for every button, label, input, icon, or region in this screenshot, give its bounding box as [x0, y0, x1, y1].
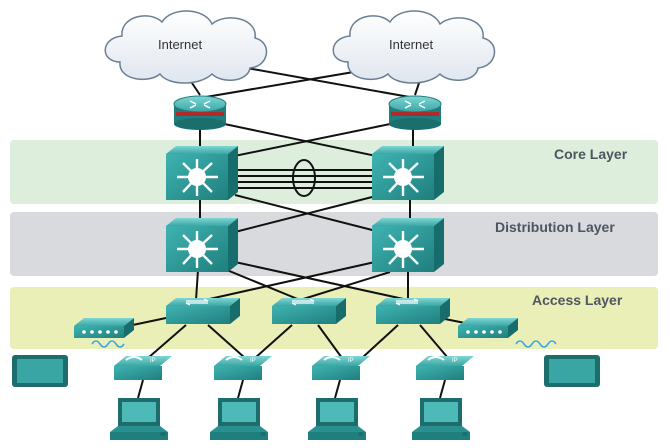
tablet-right — [544, 355, 600, 387]
internet-cloud-left — [104, 10, 268, 84]
ip-phone-1 — [114, 356, 172, 380]
access-layer-label: Access Layer — [532, 292, 623, 308]
multilayer-switch-icon — [372, 218, 444, 272]
access-switch-icon — [376, 298, 450, 324]
pc-1 — [110, 398, 168, 440]
multilayer-switch-icon — [372, 146, 444, 200]
pc-4 — [412, 398, 470, 440]
ip-phone-icon — [214, 356, 272, 380]
tablet-left — [12, 355, 68, 387]
ip-phone-icon — [312, 356, 370, 380]
access-switch-icon — [166, 298, 240, 324]
pc-icon — [412, 398, 470, 440]
core-layer-label: Core Layer — [554, 146, 628, 162]
ip-phone-3 — [312, 356, 370, 380]
distribution-layer-label: Distribution Layer — [495, 219, 615, 235]
ip-phone-label: IP — [452, 358, 458, 364]
router-icon — [173, 95, 227, 130]
distribution-layer-band — [10, 212, 658, 276]
wireless-access-point-icon — [458, 318, 518, 338]
wireless-access-point-right — [458, 318, 518, 338]
router-right — [388, 95, 442, 130]
pc-icon — [308, 398, 366, 440]
ip-phone-icon — [416, 356, 474, 380]
core-switch-left — [166, 146, 238, 200]
ip-phone-4 — [416, 356, 474, 380]
pc-icon — [210, 398, 268, 440]
multilayer-switch-icon — [166, 218, 238, 272]
multilayer-switch-icon — [166, 146, 238, 200]
wireless-access-point-icon — [74, 318, 134, 338]
ip-phone-label: IP — [250, 358, 256, 364]
ip-phone-icon — [114, 356, 172, 380]
wireless-access-point-left — [74, 318, 134, 338]
cloud-icon — [332, 10, 496, 84]
tablet-icon — [544, 355, 600, 387]
pc-3 — [308, 398, 366, 440]
access-switch-2 — [272, 298, 346, 324]
access-switch-icon — [272, 298, 346, 324]
ip-phone-label: IP — [348, 358, 354, 364]
core-switch-right — [372, 146, 444, 200]
internet-label-right: Internet — [389, 37, 434, 52]
tablet-icon — [12, 355, 68, 387]
access-switch-1 — [166, 298, 240, 324]
internet-cloud-right — [332, 10, 496, 84]
etherchannel-icon — [292, 159, 316, 197]
distribution-switch-left — [166, 218, 238, 272]
wireless-links — [91, 340, 557, 348]
core-layer-band — [10, 140, 658, 204]
pc-2 — [210, 398, 268, 440]
distribution-switch-right — [372, 218, 444, 272]
ip-phone-2 — [214, 356, 272, 380]
cloud-icon — [104, 10, 268, 84]
access-switch-3 — [376, 298, 450, 324]
router-left — [173, 95, 227, 130]
internet-label-left: Internet — [158, 37, 203, 52]
router-icon — [388, 95, 442, 130]
ip-phone-label: IP — [150, 358, 156, 364]
pc-icon — [110, 398, 168, 440]
